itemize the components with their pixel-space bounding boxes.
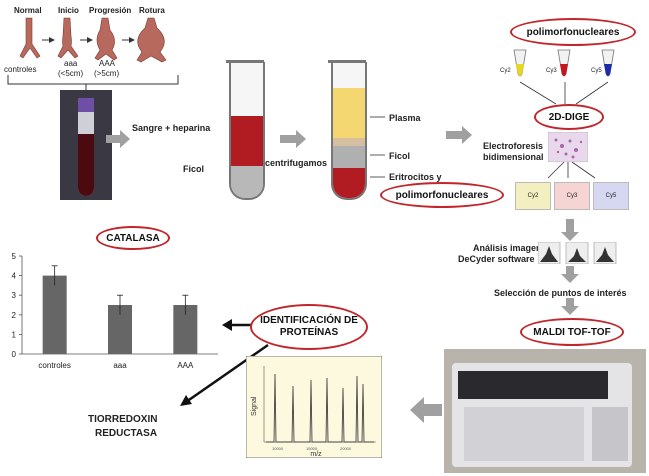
dye-tube-cy3-icon bbox=[557, 49, 571, 77]
y-tick-label: 1 bbox=[12, 330, 17, 339]
label-ficol-right: Ficol bbox=[389, 151, 411, 161]
arrow-to-tube1 bbox=[106, 130, 130, 148]
blood-sample-photo bbox=[60, 90, 112, 200]
ident-line2: PROTEÍNAS bbox=[279, 327, 339, 338]
arrow-down-3 bbox=[561, 298, 579, 315]
result-line1: TIORREDOXIN bbox=[88, 414, 158, 425]
gel-merged-icon bbox=[548, 132, 588, 162]
mass-spectrum: 10000 15000 20000 Signal m/z bbox=[246, 356, 382, 458]
y-tick-label: 2 bbox=[12, 311, 17, 320]
label-seleccion: Selección de puntos de interés bbox=[494, 288, 627, 298]
tube-2 bbox=[331, 62, 367, 200]
stage-normal: Normal bbox=[14, 6, 42, 15]
aorta-aaa-icon bbox=[57, 17, 79, 59]
sub-AAA-size: (>5cm) bbox=[94, 69, 120, 78]
dye-tube-cy2-icon bbox=[513, 49, 527, 77]
stage-progresion: Progresión bbox=[89, 6, 132, 15]
gel-cy5: Cy5 bbox=[593, 182, 629, 210]
arrow-to-dige bbox=[446, 126, 472, 144]
arrow-to-spectrum bbox=[410, 397, 442, 423]
x-tick-label: controles bbox=[38, 361, 70, 370]
oval-identificacion: IDENTIFICACIÓN DE PROTEÍNAS bbox=[250, 304, 368, 350]
oval-maldi: MALDI TOF-TOF bbox=[520, 318, 624, 346]
label-plasma: Plasma bbox=[389, 113, 421, 123]
ident-line1: IDENTIFICACIÓN DE bbox=[260, 315, 358, 326]
y-tick-label: 5 bbox=[12, 252, 17, 261]
x-tick-label: aaa bbox=[113, 361, 127, 370]
maldi-instrument-photo bbox=[444, 349, 646, 473]
bar bbox=[42, 275, 67, 354]
svg-text:20000: 20000 bbox=[340, 446, 352, 451]
spectrum-peaks bbox=[266, 373, 374, 443]
oval-pmn-title: polimorfonucleares bbox=[510, 18, 636, 46]
arrow-to-tube2 bbox=[280, 130, 306, 148]
tube-1 bbox=[229, 62, 265, 200]
sub-controles: controles bbox=[4, 65, 37, 74]
label-ficol-left: Ficol bbox=[183, 164, 205, 174]
y-tick-label: 3 bbox=[12, 291, 17, 300]
arrow-ident-to-chart bbox=[222, 319, 232, 331]
stage-inicio: Inicio bbox=[58, 6, 79, 15]
y-tick-label: 0 bbox=[12, 350, 17, 359]
oval-2d-dige: 2D-DIGE bbox=[534, 104, 604, 130]
aorta-diagram bbox=[7, 17, 179, 90]
sub-AAA: AAA bbox=[99, 59, 116, 68]
label-sangre-heparina: Sangre + heparina bbox=[132, 123, 211, 133]
label-electroforesis: Electroforesis bbox=[483, 141, 544, 151]
aorta-rotura-icon bbox=[136, 17, 167, 63]
chart-title: CATALASA bbox=[96, 226, 170, 250]
aorta-AAA-icon bbox=[94, 17, 118, 61]
aorta-normal-icon bbox=[19, 17, 41, 59]
dye-label-cy5: Cy5 bbox=[591, 68, 602, 74]
dye-tube-cy5-icon bbox=[601, 49, 615, 77]
x-tick-label: AAA bbox=[177, 361, 194, 370]
gel-cy2: Cy2 bbox=[515, 182, 551, 210]
label-analisis-imagen: Análisis imagen bbox=[473, 243, 542, 253]
arrow-down-1 bbox=[561, 219, 579, 241]
label-centrifugamos: centrifugamos bbox=[265, 158, 328, 168]
oval-pmn-tube: polimorfonucleares bbox=[380, 182, 504, 208]
svg-text:10000: 10000 bbox=[272, 446, 284, 451]
decyder-peaks-icon bbox=[538, 242, 617, 264]
gel-cy3: Cy3 bbox=[554, 182, 590, 210]
dye-label-cy2: Cy2 bbox=[500, 68, 511, 74]
spectrum-xlabel: m/z bbox=[310, 451, 322, 458]
y-tick-label: 4 bbox=[12, 272, 17, 281]
arrow-down-2 bbox=[561, 266, 579, 283]
svg-text:15000: 15000 bbox=[306, 446, 318, 451]
dye-label-cy3: Cy3 bbox=[546, 68, 557, 74]
dye-tubes bbox=[513, 49, 615, 77]
label-bidimensional: bidimensional bbox=[483, 152, 544, 162]
sub-aaa: aaa bbox=[64, 59, 78, 68]
stage-rotura: Rotura bbox=[139, 6, 165, 15]
label-decyder: DeCyder software bbox=[458, 254, 535, 264]
arrow-ident-to-result bbox=[180, 395, 192, 406]
catalasa-bar-chart: 0 1 2 3 4 5 controles aaa AAA bbox=[12, 252, 218, 370]
spectrum-ylabel: Signal bbox=[251, 396, 258, 416]
result-line2: REDUCTASA bbox=[95, 428, 158, 439]
sub-aaa-size: (<5cm) bbox=[58, 69, 84, 78]
label-eritrocitos: Eritrocitos y bbox=[389, 172, 442, 182]
